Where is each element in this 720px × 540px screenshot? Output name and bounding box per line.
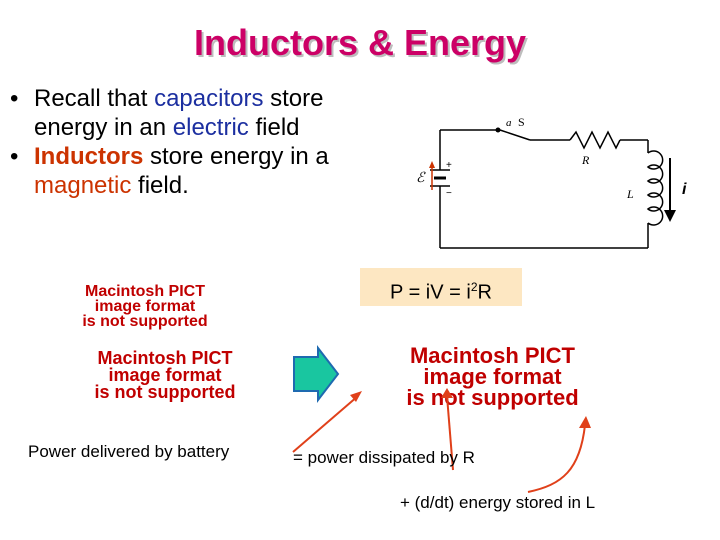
bullet-text: Recall that [34,85,155,112]
bullet-text: field. [131,172,189,199]
bullet-text: store [263,85,324,112]
emf-label: ℰ [416,170,426,186]
bullet-emphasis-electric: electric [172,114,249,141]
bullet-emphasis-inductors: Inductors [34,143,144,170]
pict-line: Macintosh PICT [84,283,205,300]
pict-line: is not supported [82,313,208,331]
bullet-dot: • [10,85,19,112]
pointer-arrowhead [579,416,591,428]
bullet-line: Inductors store energy in a [34,142,410,171]
node-a-label: a [506,117,512,129]
current-label: i [682,181,687,198]
caption-resistor: = power dissipated by R [293,448,475,467]
pict-line: image format [94,298,196,316]
pict-placeholder-2: Macintosh PICT image format is not suppo… [40,348,290,403]
bullet-dot: • [10,143,19,170]
inductor-coil [646,150,664,226]
pointer-line-inductor [527,424,586,493]
pict-line: image format [423,363,562,389]
pict-placeholder-3: Macintosh PICT image format is not suppo… [340,343,645,410]
bullet-text: field [248,114,300,141]
power-formula-box: P = iV = i2R [360,268,522,306]
bullet-line: energy in an electric field [34,113,410,142]
switch-label: S [518,115,525,129]
switch-node [495,127,501,133]
bullet-text: store energy in a [143,143,329,170]
bullet-inductors: • Inductors store energy in a magnetic f… [10,142,410,200]
slide-title: Inductors & Energy [193,22,527,63]
pict-line: image format [108,365,222,386]
battery-minus: − [446,188,452,199]
equals-arrow [293,345,340,403]
bullet-list: • Recall that capacitors store energy in… [10,84,410,200]
caption-battery: Power delivered by battery [28,442,230,461]
bullet-emphasis-magnetic: magnetic [34,172,132,199]
formula-text: P = iV = i [390,281,471,304]
pict-line: is not supported [406,384,579,410]
rl-circuit-diagram: ℰ + − a S R L i [416,115,687,249]
pict-placeholder-1: Macintosh PICT image format is not suppo… [55,283,235,331]
bullet-line: magnetic field. [34,171,410,200]
resistor-symbol [569,130,621,150]
pict-line: Macintosh PICT [97,348,233,368]
pict-line: Macintosh PICT [409,343,575,368]
formula-exponent: 2 [470,280,478,294]
caption-inductor: + (d/dt) energy stored in L [400,493,596,512]
formula-text: R [477,281,492,304]
inductor-label: L [626,187,634,201]
bullet-text: energy in an [34,114,173,141]
switch-blade [499,129,531,141]
current-arrow-head [664,210,676,222]
resistor-label: R [581,153,590,167]
bullet-emphasis-capacitors: capacitors [154,85,264,112]
bullet-capacitors: • Recall that capacitors store energy in… [10,84,410,142]
emf-arrow-head [429,161,435,168]
battery-plus: + [446,160,452,171]
bullet-line: Recall that capacitors store [34,84,410,113]
pict-line: is not supported [94,382,236,403]
